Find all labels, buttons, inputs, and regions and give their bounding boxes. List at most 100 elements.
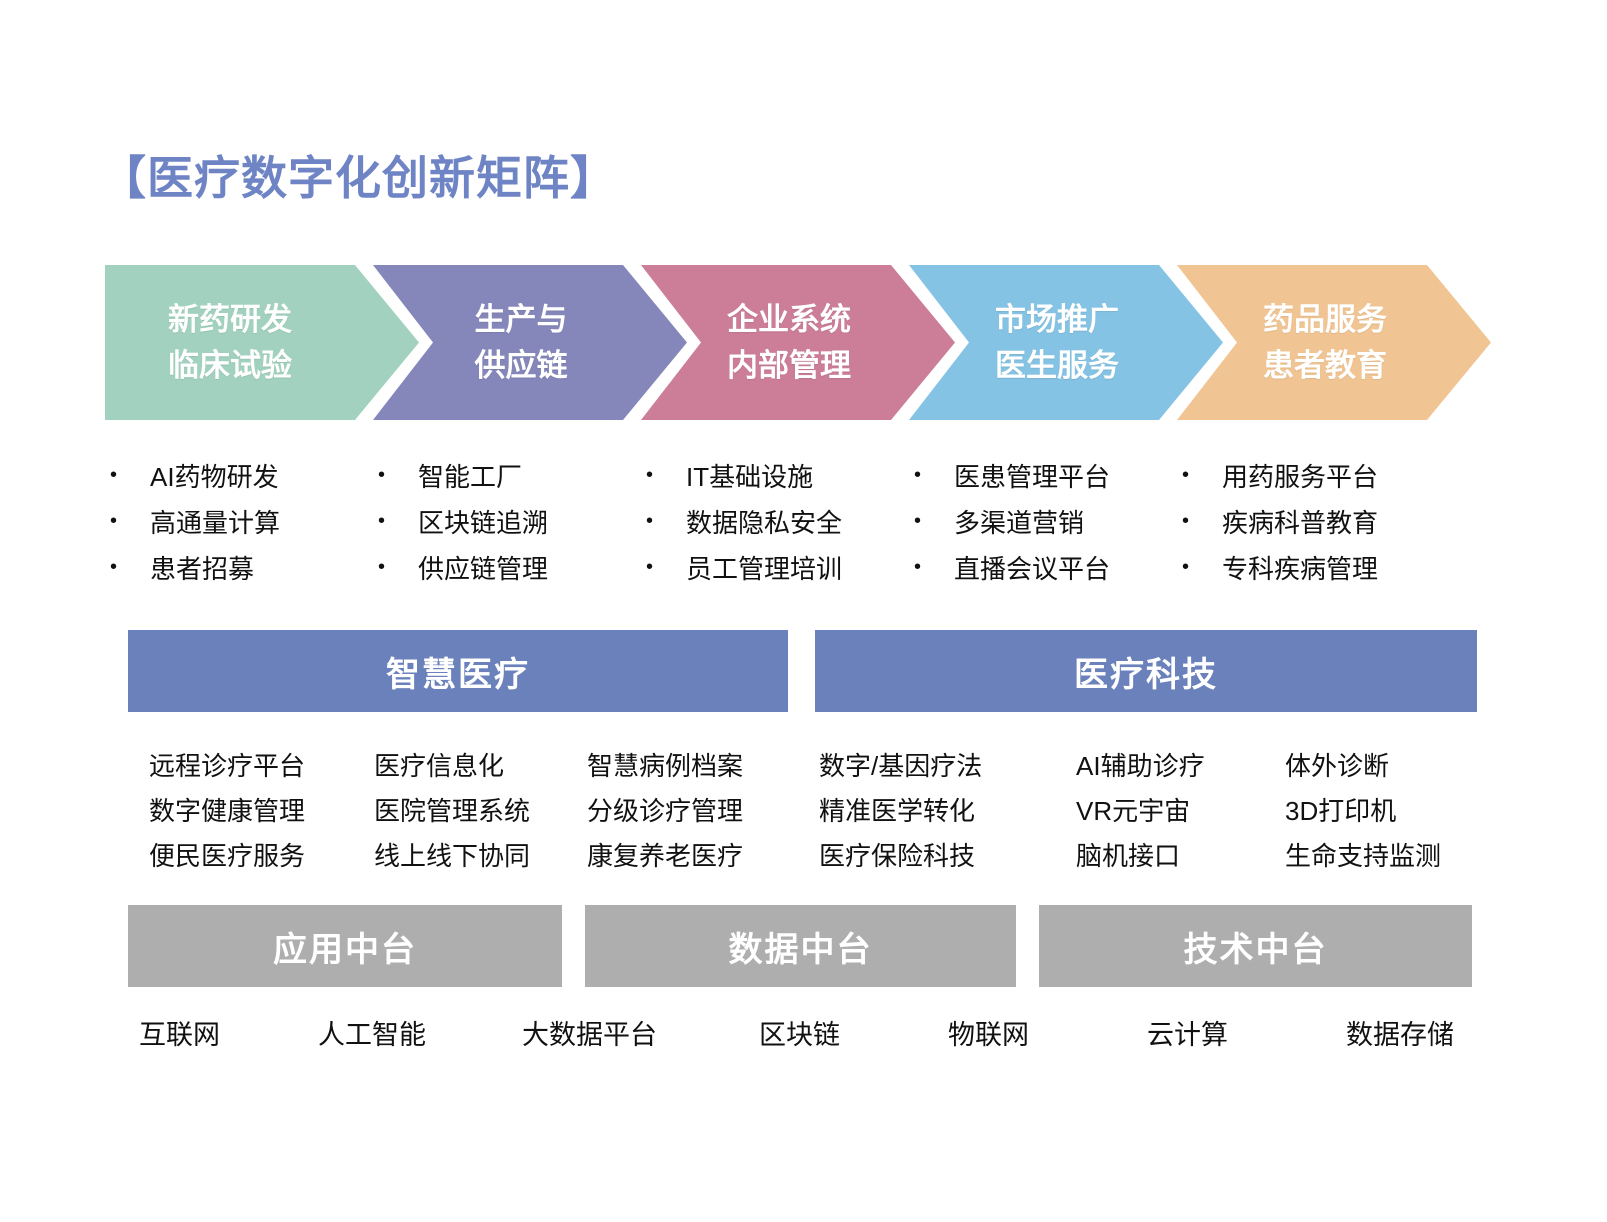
- bullet-icon: •: [110, 463, 118, 486]
- platform-banner-label: 数据中台: [728, 930, 873, 969]
- section-list-item: 智慧病例档案: [587, 751, 744, 781]
- bullet-text: IT基础设施: [686, 461, 814, 492]
- section-column: 医疗信息化 医院管理系统 线上线下协同: [374, 742, 530, 877]
- page-title: 【医疗数字化创新矩阵】: [100, 152, 617, 204]
- stage-label-line: 临床试验: [168, 347, 292, 383]
- chevron-stage-marketing: 市场推广 医生服务: [909, 265, 1223, 420]
- stage-bullet-item: • 直播会议平台: [914, 544, 1110, 590]
- technology-label-storage: 数据存储: [1346, 1020, 1454, 1050]
- technology-label-internet: 互联网: [139, 1020, 220, 1050]
- section-list-item: 3D打印机: [1285, 796, 1397, 826]
- stage-bullet-item: • IT基础设施: [646, 452, 842, 498]
- technology-label-bigdata: 大数据平台: [522, 1020, 657, 1050]
- stage-label-line: 药品服务: [1263, 301, 1387, 337]
- bullet-text: 数据隐私安全: [686, 507, 843, 538]
- section-list-item: AI辅助诊疗: [1076, 751, 1205, 781]
- stage-label-line: 新药研发: [168, 301, 292, 337]
- section-list-item: 便民医疗服务: [149, 841, 306, 871]
- stage-label-line: 市场推广: [995, 301, 1119, 337]
- stage-label-line: 生产与: [474, 301, 568, 337]
- chevron-stage-rnd: 新药研发 临床试验: [105, 265, 419, 420]
- section-list-item: 医院管理系统: [374, 796, 531, 826]
- section-list-item: 线上线下协同: [374, 841, 531, 871]
- bullet-icon: •: [646, 463, 654, 486]
- stage-bullet-item: • 数据隐私安全: [646, 498, 842, 544]
- section-column: 远程诊疗平台 数字健康管理 便民医疗服务: [149, 742, 305, 877]
- bullet-text: 供应链管理: [418, 553, 549, 584]
- section-list-item: 脑机接口: [1076, 841, 1181, 871]
- bullet-text: 患者招募: [150, 553, 255, 584]
- bullet-icon: •: [1182, 463, 1190, 486]
- bullet-icon: •: [378, 463, 386, 486]
- stage-label-line: 内部管理: [727, 347, 851, 383]
- stage-bullet-list-enterprise: • IT基础设施 • 数据隐私安全 • 员工管理培训: [646, 452, 842, 590]
- technology-label-ai: 人工智能: [318, 1020, 426, 1050]
- platform-banner-label: 应用中台: [273, 930, 417, 969]
- bullet-icon: •: [646, 555, 654, 578]
- section-list-item: 精准医学转化: [819, 796, 976, 826]
- stage-bullet-item: •医患管理平台: [914, 452, 1110, 498]
- section-banner-label: 智慧医疗: [386, 655, 530, 694]
- bullet-text: 智能工厂: [418, 461, 523, 492]
- stage-bullet-item: • 高通量计算: [110, 498, 280, 544]
- section-list-item: 医疗信息化: [374, 751, 505, 781]
- section-column: 数字/基因疗法 精准医学转化 医疗保险科技: [819, 742, 982, 877]
- section-list-item: 远程诊疗平台: [149, 751, 306, 781]
- section-column: 体外诊断 3D打印机 生命支持监测: [1285, 742, 1441, 877]
- stage-bullet-item: •区块链追溯: [378, 498, 548, 544]
- bullet-icon: •: [1182, 509, 1190, 532]
- chevron-stage-production: 生产与 供应链: [373, 265, 687, 420]
- chevron-stage-pharma-service: 药品服务 患者教育: [1177, 265, 1491, 420]
- bullet-text: 疾病科普教育: [1222, 507, 1379, 538]
- stage-label: 新药研发 临床试验: [105, 265, 419, 420]
- platform-banner-application: 应用中台: [128, 905, 562, 987]
- section-list-item: 分级诊疗管理: [587, 796, 744, 826]
- bullet-icon: •: [1182, 555, 1190, 578]
- stage-bullet-list-production: • 智能工厂 •区块链追溯 • 供应链管理: [378, 452, 548, 590]
- section-column: 智慧病例档案 分级诊疗管理 康复养老医疗: [587, 742, 743, 877]
- bullet-icon: •: [378, 555, 386, 578]
- stage-bullet-item: • 专科疾病管理: [1182, 544, 1378, 590]
- bullet-icon: •: [378, 509, 386, 532]
- section-column: AI辅助诊疗 VR元宇宙 脑机接口: [1076, 742, 1205, 877]
- technology-label-blockchain: 区块链: [759, 1020, 840, 1050]
- bullet-text: 多渠道营销: [954, 507, 1085, 538]
- section-list-item: 生命支持监测: [1285, 841, 1442, 871]
- section-list-item: 数字健康管理: [149, 796, 306, 826]
- bullet-text: 高通量计算: [150, 507, 281, 538]
- stage-label: 市场推广 医生服务: [909, 265, 1223, 420]
- stage-bullet-item: • 员工管理培训: [646, 544, 842, 590]
- bullet-text: 员工管理培训: [686, 553, 843, 584]
- stage-bullet-item: • 多渠道营销: [914, 498, 1110, 544]
- stage-bullet-item: • 智能工厂: [378, 452, 548, 498]
- section-list-item: 医疗保险科技: [819, 841, 976, 871]
- stage-bullet-item: • 疾病科普教育: [1182, 498, 1378, 544]
- stage-bullet-item: • AI药物研发: [110, 452, 280, 498]
- stage-label-line: 医生服务: [995, 347, 1119, 383]
- section-list-item: 数字/基因疗法: [819, 751, 983, 781]
- chevron-stage-enterprise: 企业系统 内部管理: [641, 265, 955, 420]
- bullet-icon: •: [110, 555, 118, 578]
- bullet-icon: •: [914, 509, 922, 532]
- platform-banner-technology: 技术中台: [1039, 905, 1472, 987]
- stage-bullet-list-rnd: • AI药物研发 • 高通量计算 • 患者招募: [110, 452, 280, 590]
- bullet-icon: •: [914, 555, 922, 578]
- bullet-icon: •: [646, 509, 654, 532]
- stage-bullet-list-pharma-service: •用药服务平台 •疾病科普教育 •专科疾病管理: [1182, 452, 1378, 590]
- stage-label-line: 患者教育: [1263, 347, 1387, 383]
- section-list-item: VR元宇宙: [1076, 796, 1191, 826]
- stage-label: 生产与 供应链: [373, 265, 687, 420]
- section-list-item: 康复养老医疗: [587, 841, 744, 871]
- section-list-item: 体外诊断: [1285, 751, 1390, 781]
- bullet-text: AI药物研发: [150, 461, 279, 492]
- bullet-text: 专科疾病管理: [1222, 553, 1379, 584]
- stage-label-line: 企业系统: [727, 301, 851, 337]
- technology-label-iot: 物联网: [948, 1020, 1029, 1050]
- bullet-text: 医患管理平台: [954, 461, 1111, 492]
- stage-bullet-item: • 供应链管理: [378, 544, 548, 590]
- bullet-icon: •: [110, 509, 118, 532]
- stage-label-line: 供应链: [474, 347, 568, 383]
- bullet-text: 直播会议平台: [954, 553, 1111, 584]
- stage-bullet-item: • 患者招募: [110, 544, 280, 590]
